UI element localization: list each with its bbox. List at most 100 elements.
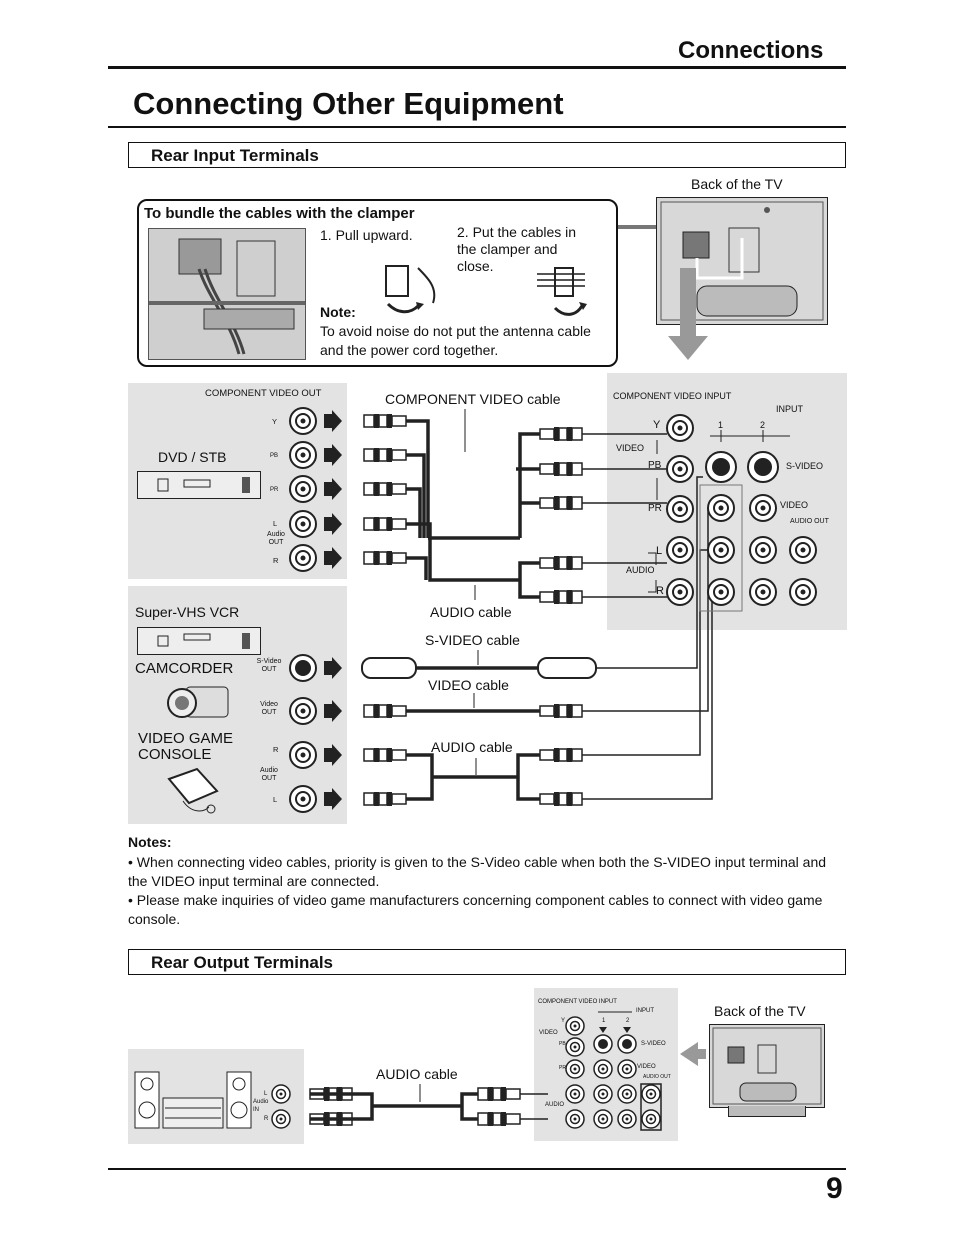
stereo-r-jack <box>271 1109 291 1129</box>
note-item-2: • Please make inquiries of video game ma… <box>128 892 823 927</box>
title-rule <box>108 126 846 128</box>
out-audio-label: AUDIO <box>545 1102 565 1108</box>
dvd-pb-label: PB <box>270 453 279 459</box>
dvd-pb-jack <box>289 441 317 469</box>
camcorder-icon <box>167 686 229 718</box>
tv-audio-label: AUDIO <box>626 565 655 575</box>
s-video-out-label: S-Video OUT <box>256 658 282 673</box>
tv-stand <box>728 1106 806 1117</box>
dvd-audio-out-label: Audio OUT <box>267 531 285 546</box>
out-audio-out-label: AUDIO OUT <box>643 1074 671 1080</box>
dvd-y-jack <box>289 407 317 435</box>
tv-input-1-label: 1 <box>718 420 724 430</box>
audio-l-jack <box>289 785 317 813</box>
output-diagram <box>271 1011 706 1131</box>
dvd-y-label: Y <box>272 417 278 426</box>
clamper-note-label: Note: <box>320 304 356 320</box>
output-back-of-tv-label: Back of the TV <box>714 1003 806 1019</box>
vcr-audio-out-label: Audio OUT <box>260 767 278 782</box>
tv-input-label: INPUT <box>776 404 803 414</box>
vcr-icon <box>157 633 250 649</box>
component-cable-label: COMPONENT VIDEO cable <box>385 391 561 407</box>
game-console-label: VIDEO GAME CONSOLE <box>138 730 234 763</box>
component-video-out-label: COMPONENT VIDEO OUT <box>205 388 322 399</box>
page-title: Connecting Other Equipment <box>133 86 564 121</box>
pull-up-hand-icon <box>385 265 436 314</box>
clamper-photo <box>148 228 306 360</box>
out-input-label: INPUT <box>636 1008 654 1014</box>
tv-component-video-input-label: COMPONENT VIDEO INPUT <box>613 391 732 401</box>
audio-cable-label-1: AUDIO cable <box>430 604 512 620</box>
tv-r-label: R <box>656 585 664 597</box>
clamper-step1: 1. Pull upward. <box>320 227 413 243</box>
dvd-r-jack <box>289 544 317 572</box>
tv-audio-out-label: AUDIO OUT <box>790 518 829 525</box>
out-video2-label: VIDEO <box>637 1064 656 1070</box>
left-arrow-icon <box>680 1042 706 1066</box>
notes-label: Notes: <box>128 834 172 850</box>
dvd-stb-label: DVD / STB <box>158 449 227 465</box>
clamper-note-text: To avoid noise do not put the antenna ca… <box>320 323 591 358</box>
tv-l-label: L <box>656 545 663 557</box>
dvd-player <box>137 471 261 499</box>
super-vhs-label: Super-VHS VCR <box>135 604 240 620</box>
clamper-box <box>137 199 618 367</box>
rear-input-heading: Rear Input Terminals <box>128 142 846 168</box>
tv-input-2-label: 2 <box>760 420 766 430</box>
audio-cable-label-2: AUDIO cable <box>431 739 513 755</box>
tv-s-video-label: S-VIDEO <box>786 461 824 471</box>
out-s-video-label: S-VIDEO <box>641 1041 666 1047</box>
svideo-out-jack <box>289 654 317 682</box>
dvd-player-icon <box>157 477 250 493</box>
vcr-l-label: L <box>273 795 278 804</box>
out-input-2-label: 2 <box>626 1018 630 1024</box>
tv-pr-label: PR <box>648 503 662 514</box>
header-rule <box>108 66 846 69</box>
out-video-label: VIDEO <box>539 1030 558 1036</box>
out-component-video-input-label: COMPONENT VIDEO INPUT <box>538 999 617 1005</box>
audio-r-jack <box>289 741 317 769</box>
footer-rule <box>108 1168 846 1170</box>
tv-back-bottom <box>709 1024 825 1108</box>
dvd-l-label: L <box>273 519 278 528</box>
tv-panel-jacks <box>648 414 817 612</box>
video-out-label: Video OUT <box>260 701 278 716</box>
stereo-system-icon <box>134 1071 252 1129</box>
clamper-close-icon <box>537 267 587 316</box>
clamper-title: To bundle the cables with the clamper <box>144 205 415 222</box>
connection-diagram <box>289 407 817 813</box>
video-cable-label: VIDEO cable <box>428 677 509 693</box>
dvd-pr-jack <box>289 475 317 503</box>
dvd-l-jack <box>289 510 317 538</box>
vcr-r-label: R <box>273 745 279 754</box>
dvd-pr-label: PR <box>270 487 279 493</box>
stereo-l-label: L <box>264 1091 268 1097</box>
rear-output-heading: Rear Output Terminals <box>128 949 846 975</box>
section-title: Connections <box>678 37 824 64</box>
tv-back-bottom-icon <box>712 1027 822 1105</box>
page-number: 9 <box>826 1172 843 1205</box>
clamper-step2: 2. Put the cables in the clamper and clo… <box>457 224 577 274</box>
svideo-cable-label: S-VIDEO cable <box>425 632 520 648</box>
down-arrow-icon <box>668 268 708 360</box>
tv-rear-closeup-icon <box>149 238 305 355</box>
note-item-1: • When connecting video cables, priority… <box>128 854 827 889</box>
tv-video2-label: VIDEO <box>780 500 809 510</box>
camcorder-label: CAMCORDER <box>135 660 234 677</box>
vcr-device <box>137 627 261 655</box>
out-pr-label: PR <box>559 1065 566 1071</box>
dvd-r-label: R <box>273 556 279 565</box>
out-input-1-label: 1 <box>602 1018 606 1024</box>
game-console-icon <box>167 767 219 814</box>
back-of-tv-label: Back of the TV <box>691 176 783 192</box>
stereo-r-label: R <box>264 1116 269 1122</box>
out-pb-label: PB <box>559 1041 566 1047</box>
stereo-l-jack <box>271 1084 291 1104</box>
output-audio-cable-label: AUDIO cable <box>376 1066 458 1082</box>
stereo-audio-in-label: Audio IN <box>253 1099 269 1113</box>
tv-video-label: VIDEO <box>616 443 645 453</box>
out-y-label: Y <box>561 1018 566 1024</box>
video-out-jack <box>289 697 317 725</box>
tv-pb-label: PB <box>648 460 662 471</box>
tv-back-icon <box>660 201 824 321</box>
